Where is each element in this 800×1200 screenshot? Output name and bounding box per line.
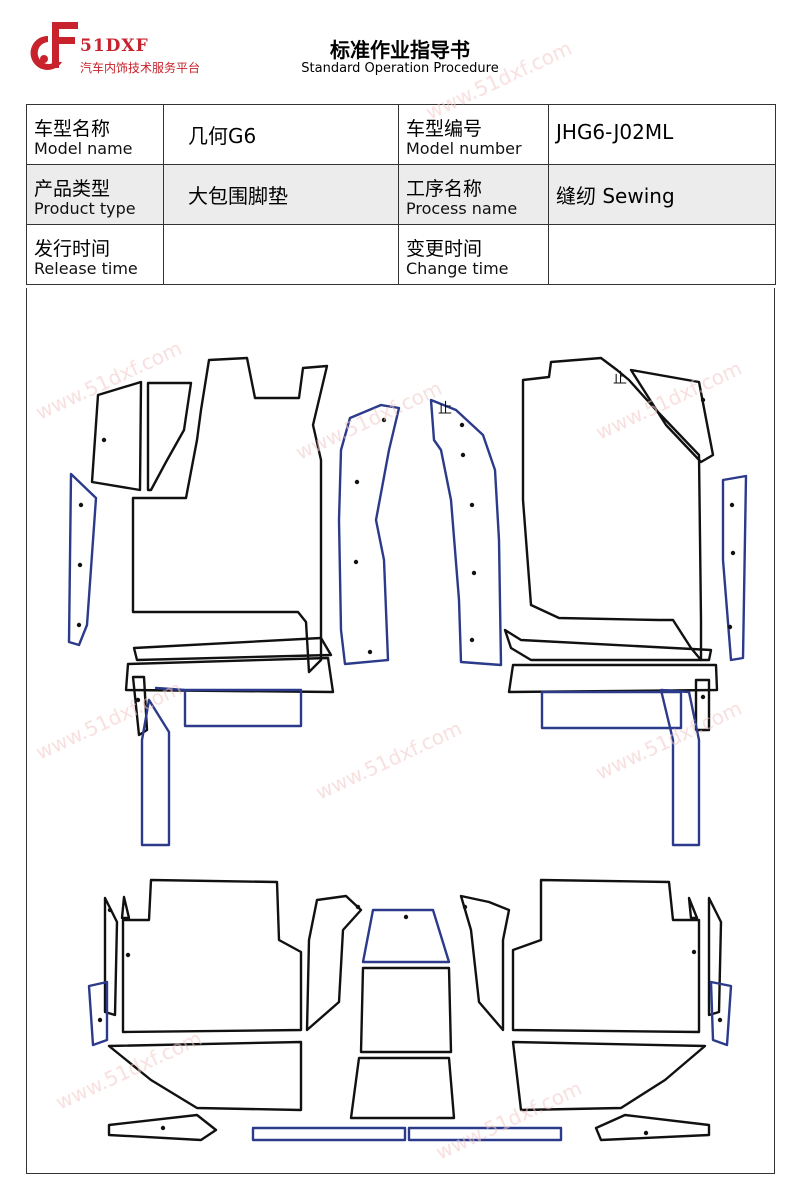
release-time-value xyxy=(163,224,399,285)
model-name-value: 几何G6 xyxy=(163,104,399,165)
rear-floor-mat xyxy=(121,878,303,1034)
brand-subtitle: 汽车内饰技术服务平台 xyxy=(80,61,201,75)
stop-mark: 止 xyxy=(613,371,627,387)
center-tunnel-piece xyxy=(361,908,451,964)
pattern-piece xyxy=(305,894,363,1032)
change-time-value xyxy=(548,224,776,285)
pattern-piece xyxy=(594,1113,711,1142)
pattern-piece xyxy=(132,636,333,662)
header: 51DXF 汽车内饰技术服务平台 标准作业指导书 Standard Operat… xyxy=(0,0,800,100)
model-number-value: JHG6-J02ML xyxy=(548,104,776,165)
center-tunnel-piece xyxy=(349,1056,456,1120)
sew-marker-dots xyxy=(76,397,736,1136)
pattern-piece xyxy=(540,690,683,730)
page-subtitle: Standard Operation Procedure xyxy=(301,61,499,76)
pattern-piece xyxy=(103,896,119,1017)
pattern-drawing-frame: 止 止 xyxy=(26,288,775,1174)
pattern-piece xyxy=(107,1040,303,1112)
pattern-piece xyxy=(694,678,711,732)
pattern-piece xyxy=(629,368,715,464)
pattern-piece xyxy=(707,896,723,1017)
pattern-piece xyxy=(511,1040,707,1112)
pattern-piece xyxy=(721,474,748,662)
pattern-piece xyxy=(429,398,503,667)
pattern-piece xyxy=(659,688,701,847)
pattern-piece xyxy=(337,403,401,666)
rear-floor-mat-right xyxy=(511,878,701,1034)
pattern-piece xyxy=(67,472,98,647)
pattern-piece xyxy=(140,698,171,847)
pattern-piece xyxy=(687,896,699,920)
pattern-piece xyxy=(124,656,335,694)
brand-name: 51DXF xyxy=(80,36,149,56)
pattern-piece xyxy=(146,381,193,492)
pattern-piece xyxy=(503,628,713,662)
pattern-piece xyxy=(507,663,719,694)
pattern-piece xyxy=(120,895,131,920)
center-strip xyxy=(251,1126,407,1142)
pattern-piece xyxy=(459,894,511,1032)
pattern-piece xyxy=(107,1113,218,1142)
main-floor-mat xyxy=(131,356,329,674)
process-name-value: 缝纫 Sewing xyxy=(548,164,776,225)
center-strip xyxy=(407,1126,563,1142)
pattern-piece xyxy=(87,980,109,1047)
center-tunnel-piece xyxy=(359,966,453,1054)
51dxf-logo-icon xyxy=(30,22,78,70)
pattern-piece xyxy=(90,380,143,492)
pattern-piece xyxy=(154,686,303,728)
main-floor-mat-right xyxy=(521,356,703,662)
product-type-value: 大包围脚垫 xyxy=(163,164,399,225)
page-title: 标准作业指导书 xyxy=(330,38,470,62)
pattern-piece xyxy=(709,980,733,1047)
stop-mark: 止 xyxy=(438,401,452,417)
pattern-piece xyxy=(131,675,149,737)
